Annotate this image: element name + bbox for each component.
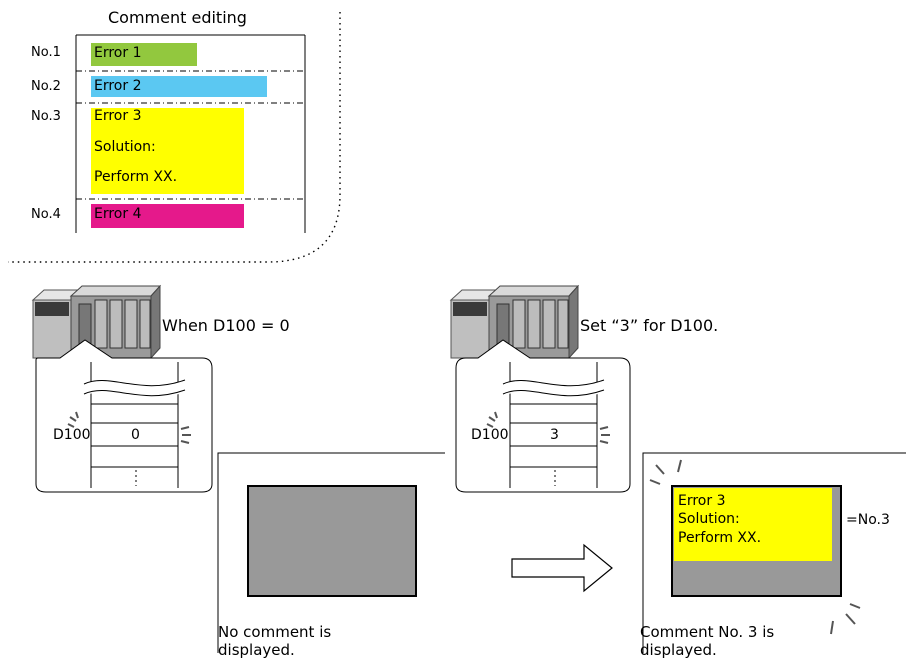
comment-bar-2: Error 2 [91, 76, 267, 97]
comment-line: Perform XX. [94, 169, 178, 185]
right-result-line-2: displayed. [640, 641, 717, 659]
dotted-separator [8, 12, 341, 263]
comment-line: Error 3 [94, 108, 142, 124]
right-result-line-1: Comment No. 3 is [640, 623, 775, 641]
comment-line: Error 4 [94, 206, 142, 222]
display-comment-line-3: Perform XX. [678, 530, 762, 546]
row-no-1: No.1 [31, 45, 61, 60]
right-register-value: 3 [550, 427, 559, 443]
left-register-label: D100 [53, 427, 91, 443]
left-plc-icon [31, 284, 162, 360]
comment-editing-title: Comment editing [108, 8, 247, 27]
arrow-right-icon [511, 543, 613, 593]
comment-table-frame [75, 34, 306, 233]
right-plc-icon [449, 284, 580, 360]
comment-bar-4: Error 4 [91, 204, 244, 228]
right-display [642, 452, 906, 653]
comment-line: Solution: [94, 139, 156, 155]
comment-line: Error 2 [94, 78, 142, 94]
row-no-4: No.4 [31, 207, 61, 222]
equals-no3-label: =No.3 [846, 512, 890, 528]
comment-bar-3: Error 3 Solution: Perform XX. [91, 108, 244, 194]
right-zoom-bubble [455, 339, 631, 493]
left-zoom-bubble [35, 339, 213, 493]
comment-bar-1: Error 1 [91, 43, 197, 66]
right-plc-caption: Set “3” for D100. [580, 316, 719, 335]
display-comment-line-2: Solution: [678, 511, 740, 527]
left-plc-caption: When D100 = 0 [162, 316, 290, 335]
right-register-label: D100 [471, 427, 509, 443]
row-no-3: No.3 [31, 109, 61, 124]
comment-line: Error 1 [94, 45, 142, 61]
row-no-2: No.2 [31, 79, 61, 94]
left-result-line-2: displayed. [218, 641, 295, 659]
left-result-line-1: No comment is [218, 623, 332, 641]
left-register-value: 0 [131, 427, 140, 443]
display-comment-line-1: Error 3 [678, 493, 726, 509]
left-display [217, 452, 445, 653]
